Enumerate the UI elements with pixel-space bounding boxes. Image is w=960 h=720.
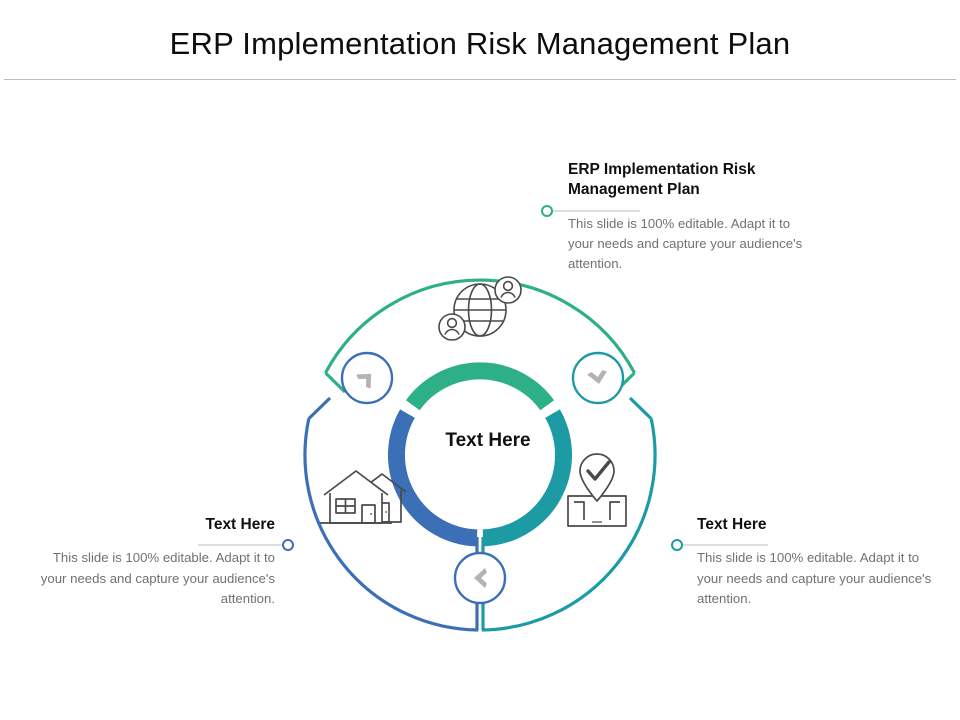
callout-left-body: This slide is 100% editable. Adapt it to… <box>40 550 275 606</box>
inner-segment-right[interactable] <box>482 409 573 547</box>
outer-arc-right[interactable] <box>481 418 657 632</box>
outer-arc-left[interactable] <box>303 418 479 632</box>
outer-spoke-right-top <box>628 396 653 420</box>
callout-top-right-body: This slide is 100% editable. Adapt it to… <box>568 215 803 272</box>
callout-left[interactable]: Text Here This slide is 100% editable. A… <box>35 515 275 609</box>
page-title: ERP Implementation Risk Management Plan <box>169 26 791 61</box>
outer-arc-top[interactable] <box>324 278 636 374</box>
marker-upper-right[interactable] <box>571 351 625 405</box>
callout-bottom-right-body: This slide is 100% editable. Adapt it to… <box>697 550 932 606</box>
chevron-up-right-icon <box>356 373 372 389</box>
connector-dot-top-right[interactable] <box>541 205 553 217</box>
callout-bottom-right-title: Text Here <box>697 516 767 533</box>
globe-network-icon <box>438 276 522 341</box>
callout-top-right-title: ERP Implementation Risk Management Plan <box>568 161 756 199</box>
ballot-check-pin-icon <box>567 453 627 527</box>
callout-left-title: Text Here <box>205 516 276 533</box>
title-divider <box>4 79 956 80</box>
marker-upper-left[interactable] <box>340 351 394 405</box>
connector-dot-bottom-right[interactable] <box>671 539 683 551</box>
callout-bottom-right[interactable]: Text Here This slide is 100% editable. A… <box>697 515 933 609</box>
houses-icon <box>320 470 407 524</box>
outer-spoke-top-left <box>324 371 347 394</box>
outer-spoke-left-top <box>307 396 332 420</box>
center-text-label: Text Here <box>445 430 531 451</box>
chevron-left-icon <box>474 568 487 588</box>
connector-dot-left[interactable] <box>282 539 294 551</box>
marker-bottom[interactable] <box>453 551 507 605</box>
connector-top-right <box>541 205 640 217</box>
connector-left <box>198 539 294 551</box>
inner-segment-top[interactable] <box>405 362 555 411</box>
chevron-down-icon <box>587 370 607 384</box>
connector-bottom-right <box>671 539 768 551</box>
inner-segment-left[interactable] <box>387 409 478 547</box>
callout-top-right[interactable]: ERP Implementation Risk Management Plan … <box>568 160 804 274</box>
